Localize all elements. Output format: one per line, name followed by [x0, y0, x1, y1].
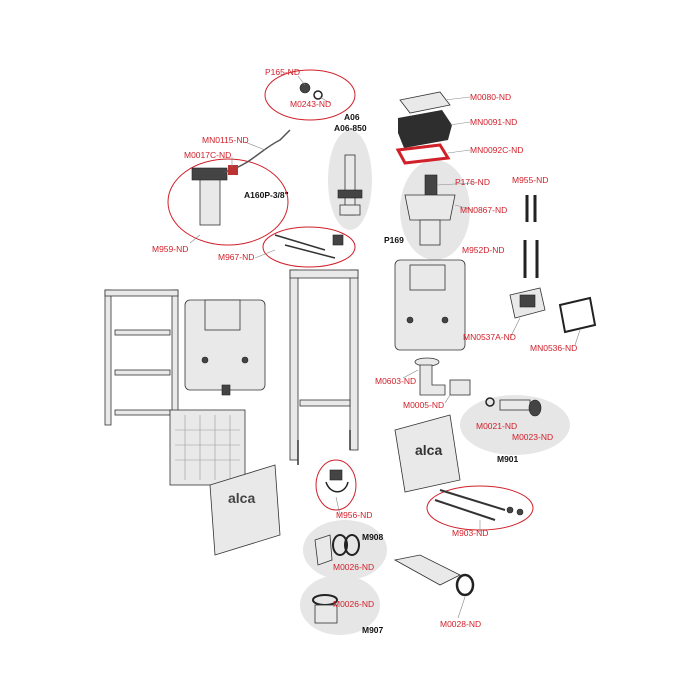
- middle-installation-frame: [289, 269, 359, 465]
- label-mn0867-nd: MN0867-ND: [460, 205, 507, 215]
- label-m959-nd: M959-ND: [152, 244, 188, 254]
- brackets-m967: [274, 234, 344, 259]
- label-m0243-nd: M0243-ND: [290, 99, 331, 109]
- label-m908: M908: [362, 532, 384, 542]
- alca-logo-cover: alca: [228, 490, 255, 506]
- group-m967-outline: [262, 226, 356, 268]
- outlet-elbow: [414, 357, 471, 396]
- label-mn0536-nd: MN0536-ND: [530, 343, 577, 353]
- label-mn0091-nd: MN0091-ND: [470, 117, 517, 127]
- label-m955-nd: M955-ND: [512, 175, 548, 185]
- label-m0026-nd-top: M0026-ND: [333, 562, 374, 572]
- front-cover: alca: [209, 464, 281, 556]
- alca-logo-box: alca: [415, 442, 442, 458]
- elbow-m908: [314, 534, 360, 566]
- clamp-m956: [325, 469, 349, 493]
- label-mn0537a-nd: MN0537A-ND: [463, 332, 516, 342]
- label-m907: M907: [362, 625, 384, 635]
- plate-mn0536: [558, 296, 597, 334]
- label-m0017c-nd: M0017C-ND: [184, 150, 231, 160]
- fill-valve: [191, 129, 291, 226]
- label-m0026-nd-bottom: M0026-ND: [333, 599, 374, 609]
- rods-m955: [525, 195, 537, 222]
- label-a160p-3-8: A160P-3/8": [244, 190, 289, 200]
- insulation-panel: [169, 409, 246, 486]
- group-m901-background: [460, 395, 570, 455]
- group-m956-outline: [315, 459, 357, 511]
- alca-box: alca: [394, 414, 461, 493]
- bolts-m903: [434, 489, 524, 521]
- label-a06-850: A06-850: [334, 123, 367, 133]
- label-m0028-nd: M0028-ND: [440, 619, 481, 629]
- label-m903-nd: M903-ND: [452, 528, 488, 538]
- left-installation-frame: [104, 289, 179, 426]
- label-mn0092c-nd: MN0092C-ND: [470, 145, 523, 155]
- label-m901: M901: [497, 454, 519, 464]
- outlet-pipe: [393, 554, 475, 597]
- label-p165-nd: P165-ND: [265, 67, 300, 77]
- left-cistern: [184, 299, 266, 396]
- fitting-p165: [299, 82, 323, 100]
- label-m0005-nd: M0005-ND: [403, 400, 444, 410]
- connector-m907: [312, 594, 338, 624]
- lid-assembly: [395, 91, 452, 165]
- label-a06: A06: [344, 112, 360, 122]
- label-p169: P169: [384, 235, 404, 245]
- label-m967-nd: M967-ND: [218, 252, 254, 262]
- bracket-mn0537a: [509, 287, 546, 319]
- flush-mechanism-p169: [404, 174, 456, 246]
- label-m0023-nd: M0023-ND: [512, 432, 553, 442]
- rods-m952d: [523, 240, 539, 278]
- label-m0021-nd: M0021-ND: [476, 421, 517, 431]
- leader-lines: [189, 75, 581, 619]
- label-m0603-nd: M0603-ND: [375, 376, 416, 386]
- label-m952d-nd: M952D-ND: [462, 245, 505, 255]
- flush-valve-a06: [337, 154, 363, 216]
- label-p176-nd: P176-ND: [455, 177, 490, 187]
- label-mn0115-nd: MN0115-ND: [202, 135, 249, 145]
- pipe-m901: [485, 397, 542, 417]
- label-m0080-nd: M0080-ND: [470, 92, 511, 102]
- group-p165-outline: [264, 69, 356, 121]
- label-m956-nd: M956-ND: [336, 510, 372, 520]
- part-labels: P165-ND M0243-ND M0080-ND MN0091-ND MN00…: [152, 67, 577, 635]
- group-m959-outline: [167, 158, 289, 246]
- right-cistern: [394, 259, 466, 351]
